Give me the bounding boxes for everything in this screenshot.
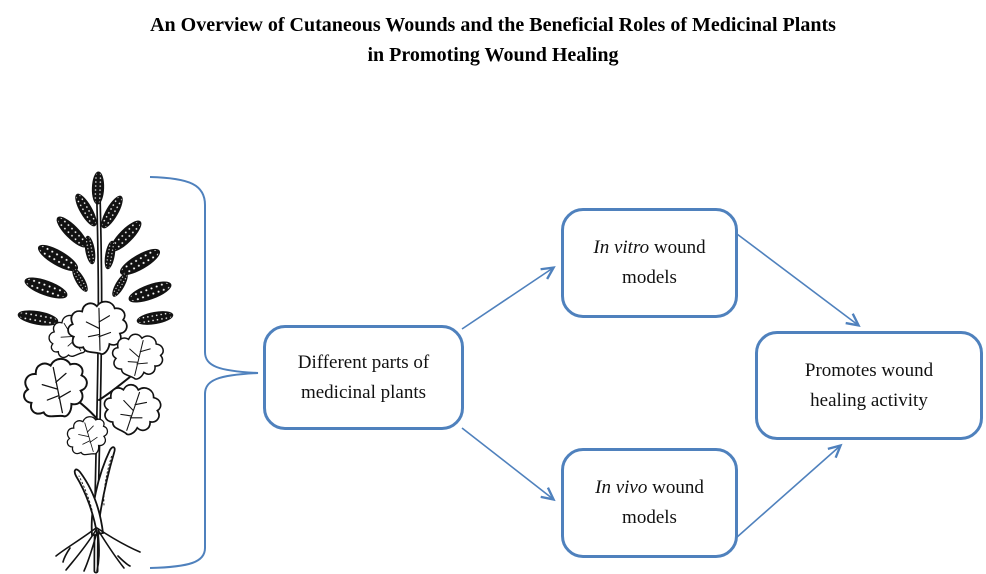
arrow-source-to-invitro [461, 266, 556, 330]
arrow-source-to-invivo [461, 427, 556, 502]
in-vitro-box-line-1: In vitro wound [593, 233, 705, 263]
in-vitro-italic-label: In vitro [593, 237, 650, 258]
outcome-box-line-2: healing activity [810, 389, 928, 411]
source-box: Different parts of medicinal plants [263, 325, 464, 430]
plant-basal-leaves [73, 446, 116, 536]
arrow-invitro-to-outcome [736, 233, 861, 328]
source-box-line-2: medicinal plants [300, 381, 427, 403]
plant-roots [55, 527, 141, 572]
in-vitro-box: In vitro wound models [561, 208, 738, 318]
in-vivo-italic-label: In vivo [595, 477, 648, 498]
outcome-box-line-1: Promotes wound [804, 359, 934, 381]
in-vivo-box: In vivo wound models [561, 448, 738, 558]
in-vivo-box-line-2: models [622, 507, 677, 528]
outcome-box: Promotes wound healing activity [755, 331, 983, 440]
page-title: An Overview of Cutaneous Wounds and the … [0, 10, 986, 70]
in-vitro-box-line-2: models [622, 267, 677, 288]
grouping-brace [149, 176, 259, 569]
in-vitro-rest-label: wound [649, 237, 706, 258]
in-vivo-rest-label: wound [647, 477, 704, 498]
medicinal-plant-icon [16, 171, 175, 574]
plant-lobed-leaves [17, 300, 169, 461]
arrow-invivo-to-outcome [735, 443, 843, 539]
in-vivo-box-line-1: In vivo wound [595, 473, 704, 503]
source-box-line-1: Different parts of [297, 351, 430, 373]
title-line-1: An Overview of Cutaneous Wounds and the … [150, 14, 836, 36]
title-line-2: in Promoting Wound Healing [367, 44, 619, 66]
